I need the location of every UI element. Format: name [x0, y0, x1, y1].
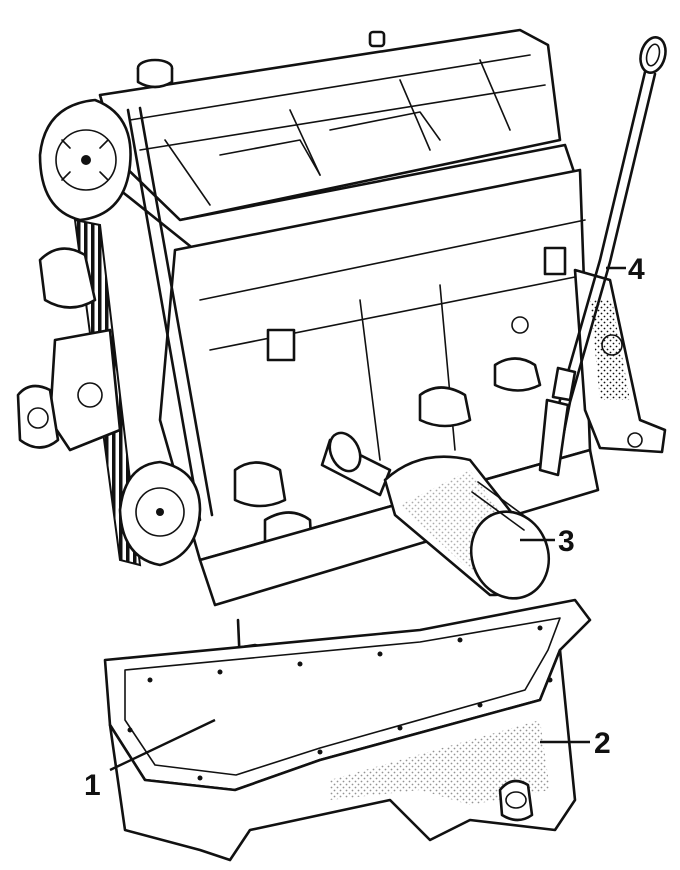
dipstick [538, 36, 667, 477]
timing-belt-assembly [16, 98, 214, 567]
oil-filter [320, 431, 551, 600]
engine-block [98, 28, 667, 607]
callout-1-leader [109, 718, 216, 772]
callout-3: 3 [520, 525, 575, 558]
oil-sump [103, 598, 592, 862]
callout-1: 1 [84, 718, 216, 802]
callout-3-label: 3 [558, 525, 575, 558]
callout-2-label: 2 [594, 727, 611, 760]
callout-1-label: 1 [84, 769, 101, 802]
callout-2: 2 [540, 727, 611, 760]
callout-4: 4 [606, 253, 645, 286]
callout-4-label: 4 [628, 253, 645, 286]
